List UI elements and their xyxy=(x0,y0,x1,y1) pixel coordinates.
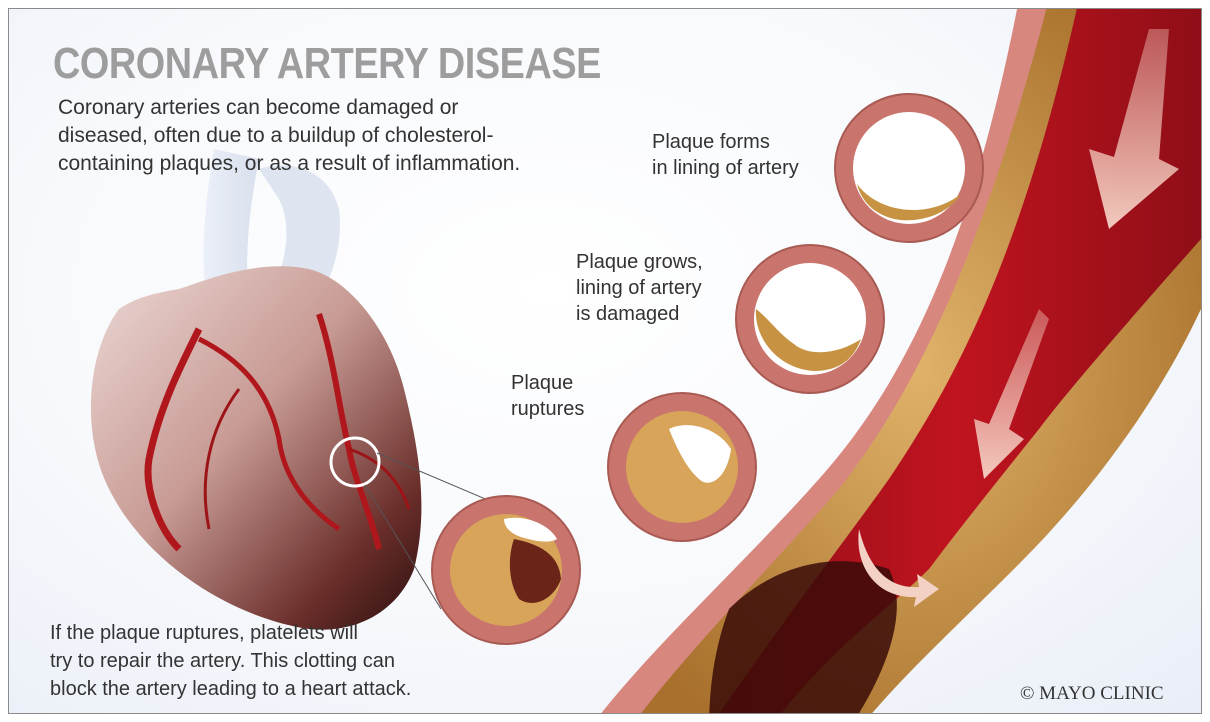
page-title: CORONARY ARTERY DISEASE xyxy=(53,39,601,89)
stage-label-plaque-grows: Plaque grows, xyxy=(576,251,703,274)
outro-text-line: If the plaque ruptures, platelets will xyxy=(50,622,358,645)
stage-ring-4 xyxy=(432,496,580,644)
copyright-notice: © MAYO CLINIC xyxy=(1020,683,1164,705)
stage-label-plaque-ruptures: Plaque xyxy=(511,372,573,395)
infographic-frame: CORONARY ARTERY DISEASE Coronary arterie… xyxy=(9,9,1201,713)
intro-text-line: diseased, often due to a buildup of chol… xyxy=(58,124,493,148)
stage-label-plaque-forms: in lining of artery xyxy=(652,157,799,180)
outro-text-line: try to repair the artery. This clotting … xyxy=(50,650,395,673)
intro-text-line: Coronary arteries can become damaged or xyxy=(58,96,458,120)
stage-label-plaque-grows: is damaged xyxy=(576,303,679,326)
stage-label-plaque-ruptures: ruptures xyxy=(511,398,584,421)
intro-text-line: containing plaques, or as a result of in… xyxy=(58,152,520,176)
stage-label-plaque-forms: Plaque forms xyxy=(652,131,770,154)
stage-ring-1 xyxy=(835,94,983,242)
heart-shape xyxy=(91,266,422,629)
outro-text-line: block the artery leading to a heart atta… xyxy=(50,678,411,701)
stage-ring-2 xyxy=(736,245,884,393)
stage-ring-3 xyxy=(608,393,756,541)
stage-label-plaque-grows: lining of artery xyxy=(576,277,702,300)
